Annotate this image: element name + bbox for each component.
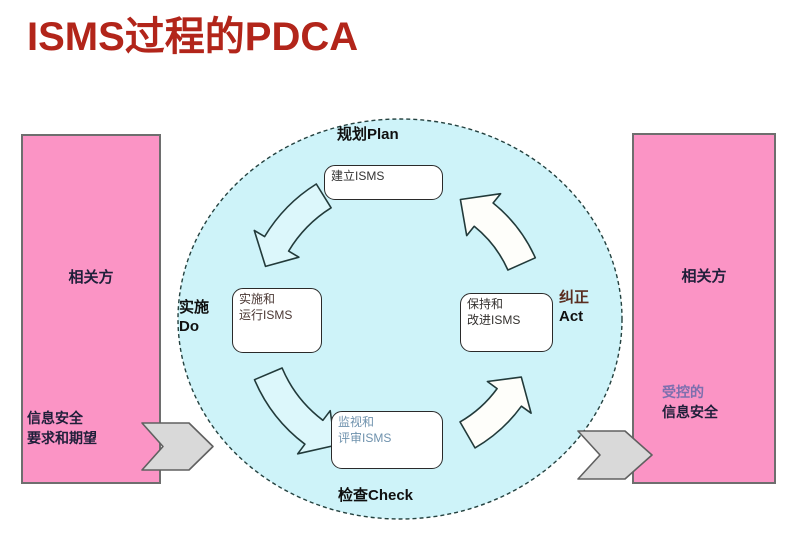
- left-caption-line1: 信息安全: [27, 410, 83, 426]
- left-panel-label: 相关方: [68, 269, 114, 286]
- plan-stage-label: 规划Plan: [337, 126, 399, 143]
- plan-to-do-arrow-icon: [253, 183, 332, 268]
- do-stage-label-cn: 实施: [179, 299, 210, 316]
- plan-box-text: 建立ISMS: [331, 169, 385, 183]
- act-to-plan-arrow-icon: [459, 192, 537, 271]
- do-stage-label-en: Do: [179, 318, 199, 335]
- page-title: ISMS过程的PDCA: [27, 15, 359, 59]
- output-chevron-arrow-icon: [577, 430, 653, 480]
- right-caption-line2: 信息安全: [662, 404, 718, 420]
- right-caption-line1: 受控的: [662, 384, 704, 400]
- implement-operate-isms-box: 实施和 运行ISMS: [232, 288, 322, 353]
- act-box-line1: 保持和: [467, 297, 504, 311]
- establish-isms-box: 建立ISMS: [324, 165, 443, 200]
- interested-parties-left-panel: 相关方 信息安全 要求和期望: [21, 134, 161, 484]
- check-box-line2: 评审ISMS: [338, 431, 392, 445]
- interested-parties-right-panel: 相关方 受控的 信息安全: [632, 133, 776, 484]
- check-box-line1: 监视和: [338, 415, 375, 429]
- maintain-improve-isms-box: 保持和 改进ISMS: [460, 293, 553, 352]
- right-panel-label: 相关方: [681, 268, 727, 285]
- do-box-line2: 运行ISMS: [239, 308, 293, 322]
- act-stage-label-cn: 纠正: [559, 289, 590, 306]
- do-stage-label: 实施 Do: [179, 298, 209, 336]
- check-stage-label: 检查Check: [338, 487, 414, 504]
- right-panel-caption: 受控的 信息安全: [662, 382, 718, 422]
- left-caption-line2: 要求和期望: [27, 430, 97, 446]
- act-box-line2: 改进ISMS: [467, 313, 521, 327]
- act-stage-label: 纠正 Act: [559, 288, 589, 326]
- left-panel-caption: 信息安全 要求和期望: [27, 408, 97, 448]
- monitor-review-isms-box: 监视和 评审ISMS: [331, 411, 443, 469]
- act-stage-label-en: Act: [559, 308, 584, 325]
- check-to-act-arrow-icon: [459, 376, 532, 449]
- do-box-line1: 实施和: [239, 292, 276, 306]
- input-chevron-arrow-icon: [141, 422, 214, 471]
